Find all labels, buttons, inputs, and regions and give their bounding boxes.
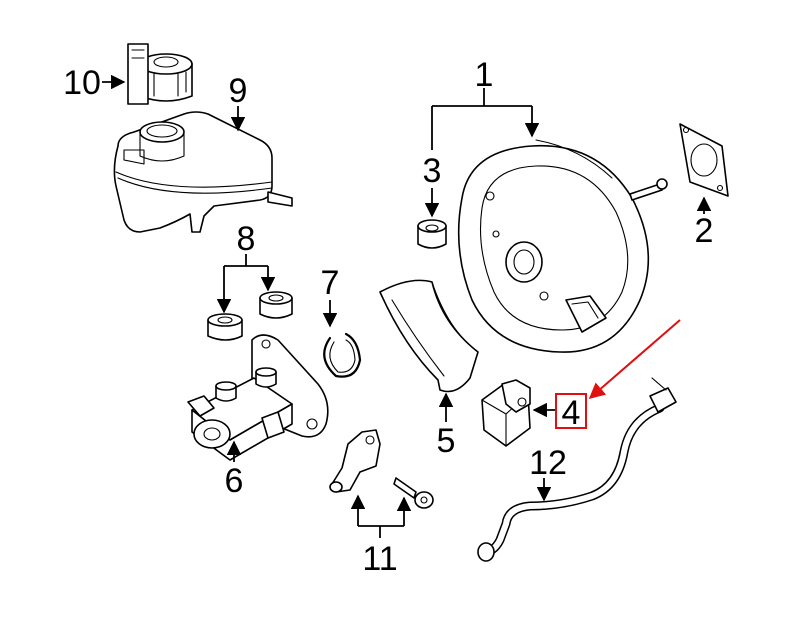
gasket <box>679 123 729 197</box>
callout-8: 8 <box>237 220 256 258</box>
highlight-box <box>555 393 587 429</box>
highlight-arrow <box>588 319 681 400</box>
leader-lines <box>102 74 712 538</box>
callout-6: 6 <box>225 462 244 500</box>
vacuum-sensor <box>481 379 531 447</box>
callout-2: 2 <box>695 212 714 250</box>
brake-booster <box>457 139 668 353</box>
grommet <box>417 219 447 249</box>
callout-12: 12 <box>529 444 567 482</box>
reservoir-cap <box>127 43 193 105</box>
snap-ring <box>323 332 362 378</box>
highlight-callout-4 <box>555 319 681 429</box>
callout-labels: 1 2 3 4 5 6 7 8 9 10 11 12 <box>63 56 713 578</box>
callout-9: 9 <box>229 72 248 110</box>
reservoir-bushings <box>207 291 293 341</box>
brake-fluid-reservoir <box>113 111 293 233</box>
heat-shield <box>379 279 479 393</box>
callout-5: 5 <box>437 422 456 460</box>
callout-1: 1 <box>475 56 494 94</box>
callout-3: 3 <box>423 152 442 190</box>
master-cylinder <box>187 334 329 461</box>
callout-7: 7 <box>321 264 340 302</box>
vacuum-hose <box>477 377 677 562</box>
callout-11: 11 <box>362 540 397 578</box>
sensor-and-bolt <box>329 429 434 509</box>
callout-4: 4 <box>562 394 581 432</box>
callout-10: 10 <box>63 64 101 102</box>
